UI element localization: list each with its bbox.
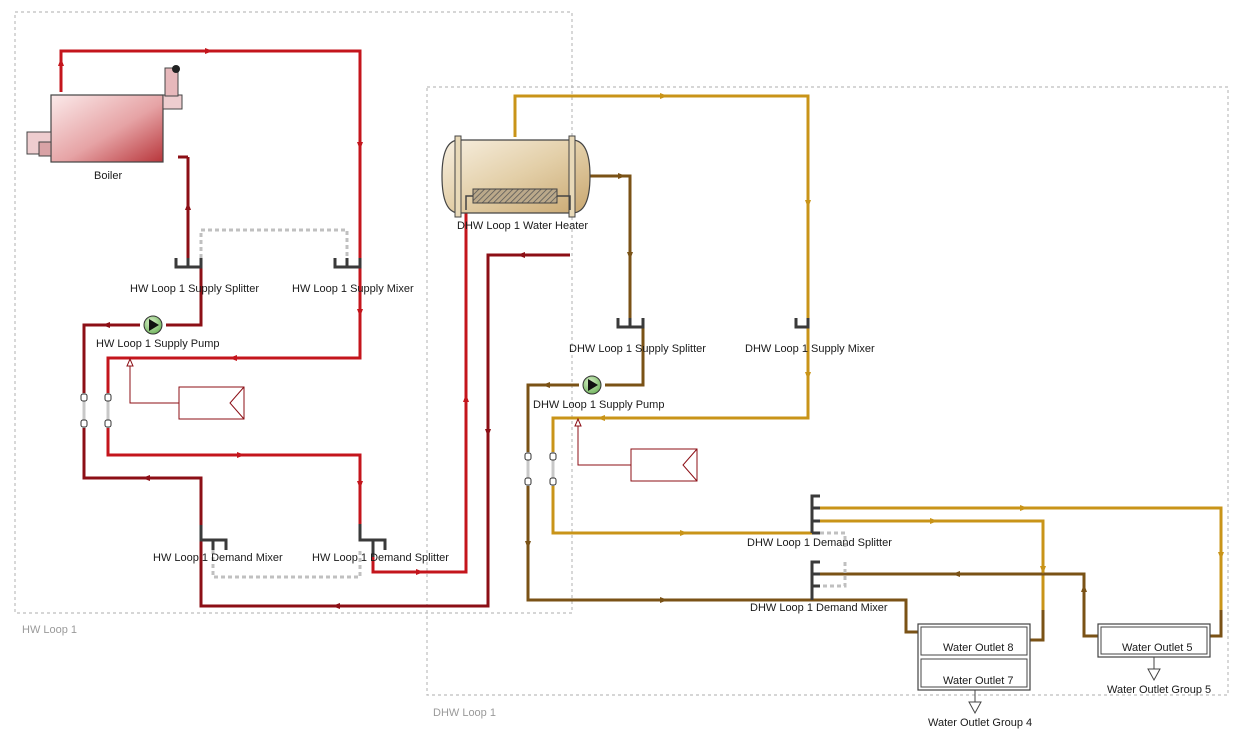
dhw-heater-inlet-pipe[interactable] <box>590 174 632 318</box>
dhw-demand-splitter-label: DHW Loop 1 Demand Splitter <box>747 537 892 549</box>
dhw-outlet8-supply-pipe[interactable] <box>820 519 1045 610</box>
hw-return-main-pipe[interactable] <box>82 253 570 608</box>
dhw-outlet5-supply-pipe[interactable] <box>820 506 1223 610</box>
water-outlet-7-label: Water Outlet 7 <box>943 675 1014 687</box>
hw-supply-splitter[interactable]: HW Loop 1 Supply Splitter <box>130 258 259 295</box>
dhw-outlet5-start-pipe[interactable] <box>1082 610 1098 638</box>
hw-demand-splitter-label: HW Loop 1 Demand Splitter <box>312 552 449 564</box>
dhw-demand-bypass-b <box>820 562 847 588</box>
hw-loop: Boiler HW Loop 1 Supply Splitter HW Loop… <box>26 48 570 609</box>
hw-supply-to-demand-pipe[interactable] <box>106 428 362 524</box>
dhw-outlet8-return-pipe[interactable] <box>1030 610 1045 642</box>
dhw-supply-pump-label: DHW Loop 1 Supply Pump <box>533 399 664 411</box>
outlet-group-4-drain-icon <box>968 701 982 715</box>
dhw-water-heater-label: DHW Loop 1 Water Heater <box>457 220 588 232</box>
water-outlet-5-label: Water Outlet 5 <box>1122 642 1193 654</box>
dhw-setpoint-manager[interactable] <box>574 417 698 482</box>
hw-loop-frame <box>14 11 573 614</box>
dhw-supply-pump[interactable]: DHW Loop 1 Supply Pump <box>533 375 664 411</box>
hw-return-flow-arrows <box>102 202 525 609</box>
hw-demand-mixer-label: HW Loop 1 Demand Mixer <box>153 552 283 564</box>
water-outlet-group-4[interactable]: Water Outlet 8 Water Outlet 7 Water Outl… <box>917 623 1032 729</box>
hw-pump-inlet-pipe[interactable] <box>82 323 140 393</box>
hw-supply-bypass <box>199 228 349 258</box>
water-outlet-8-label: Water Outlet 8 <box>943 642 1014 654</box>
dhw-supply-fittings <box>524 452 557 486</box>
dhw-supply-mixer-label: DHW Loop 1 Supply Mixer <box>745 343 875 355</box>
dhw-demand-bypass-a <box>820 531 847 548</box>
hw-supply-pump-label: HW Loop 1 Supply Pump <box>96 338 220 350</box>
dhw-demand-mixer[interactable]: DHW Loop 1 Demand Mixer <box>750 560 888 614</box>
hw-supply-fittings <box>80 393 112 428</box>
dhw-return-main-pipe[interactable] <box>526 486 918 634</box>
dhw-outlet5-return-pipe[interactable] <box>820 572 1086 610</box>
dhw-demand-mixer-label: DHW Loop 1 Demand Mixer <box>750 602 888 614</box>
hw-demand-mixer[interactable]: HW Loop 1 Demand Mixer <box>153 525 283 564</box>
hw-supply-mixer-label: HW Loop 1 Supply Mixer <box>292 283 414 295</box>
hw-supply-pump[interactable]: HW Loop 1 Supply Pump <box>96 315 220 350</box>
water-outlet-group-5-label: Water Outlet Group 5 <box>1107 684 1211 696</box>
dhw-supply-mixer[interactable]: DHW Loop 1 Supply Mixer <box>745 318 875 355</box>
dhw-return-flow-arrows <box>525 173 1087 603</box>
dhw-flow-arrows <box>597 93 1224 574</box>
water-outlet-group-4-label: Water Outlet Group 4 <box>928 717 1032 729</box>
outlet-group-5-drain-icon <box>1147 668 1161 682</box>
boiler-label: Boiler <box>94 170 122 182</box>
hw-demand-bypass <box>211 550 362 579</box>
dhw-supply-main-pipe[interactable] <box>551 318 810 452</box>
hw-flow-arrows <box>58 48 469 575</box>
dhw-demand-supply-pipe[interactable] <box>551 486 812 535</box>
dhw-demand-splitter[interactable]: DHW Loop 1 Demand Splitter <box>747 494 892 549</box>
dhw-loop-label: DHW Loop 1 <box>433 707 496 719</box>
dhw-water-heater[interactable]: DHW Loop 1 Water Heater <box>441 135 591 232</box>
dhw-supply-splitter-label: DHW Loop 1 Supply Splitter <box>569 343 706 355</box>
hw-supply-outlet-pipe[interactable] <box>59 49 362 393</box>
dhw-outlet5-end-pipe[interactable] <box>1210 610 1223 638</box>
hw-loop-label: HW Loop 1 <box>22 624 77 636</box>
hw-supply-splitter-label: HW Loop 1 Supply Splitter <box>130 283 259 295</box>
dhw-loop-frame <box>426 86 1229 696</box>
dhw-pump-inlet-pipe[interactable] <box>526 383 579 452</box>
hw-supply-mixer[interactable]: HW Loop 1 Supply Mixer <box>292 258 414 295</box>
hw-demand-branch-pipe[interactable] <box>371 210 468 574</box>
water-outlet-group-5[interactable]: Water Outlet 5 Water Outlet Group 5 <box>1097 623 1211 696</box>
dhw-splitter-pump-pipe[interactable] <box>605 318 645 387</box>
boiler[interactable]: Boiler <box>26 65 183 182</box>
hw-setpoint-manager[interactable] <box>126 357 245 420</box>
hw-splitter-pump-pipe[interactable] <box>166 258 203 327</box>
dhw-supply-splitter[interactable]: DHW Loop 1 Supply Splitter <box>569 318 706 355</box>
hw-demand-splitter[interactable]: HW Loop 1 Demand Splitter <box>312 524 449 564</box>
dhw-loop: DHW Loop 1 Water Heater DHW Loop 1 Suppl… <box>441 93 1224 729</box>
